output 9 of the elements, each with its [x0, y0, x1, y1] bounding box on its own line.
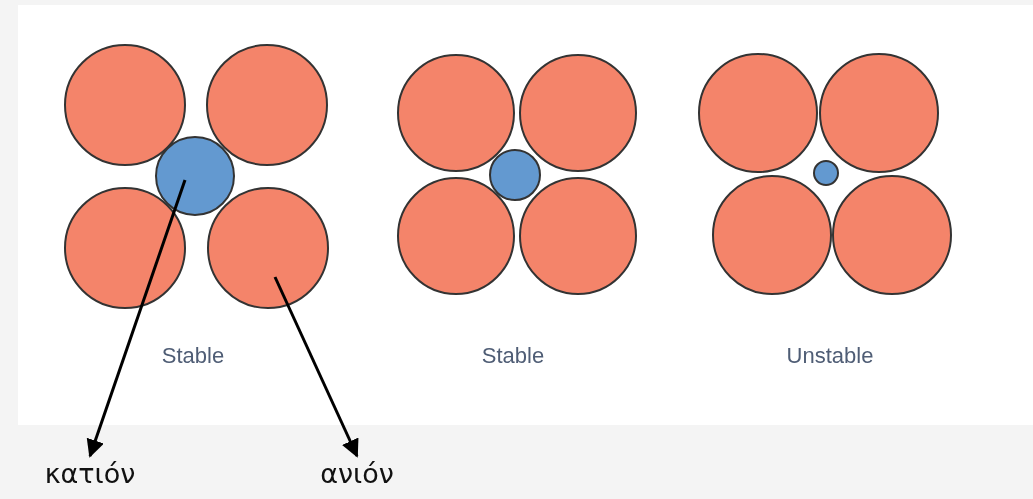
caption-text: Unstable [786, 343, 874, 369]
cation-circle [155, 136, 235, 216]
arrow [86, 179, 187, 458]
arrow [273, 276, 359, 458]
anion-label: ανιόν [320, 458, 394, 489]
caption-text: Stable [481, 343, 545, 369]
cation-label: κατιόν [44, 458, 136, 489]
caption-text: Stable [161, 343, 225, 369]
anion-circle [207, 187, 329, 309]
